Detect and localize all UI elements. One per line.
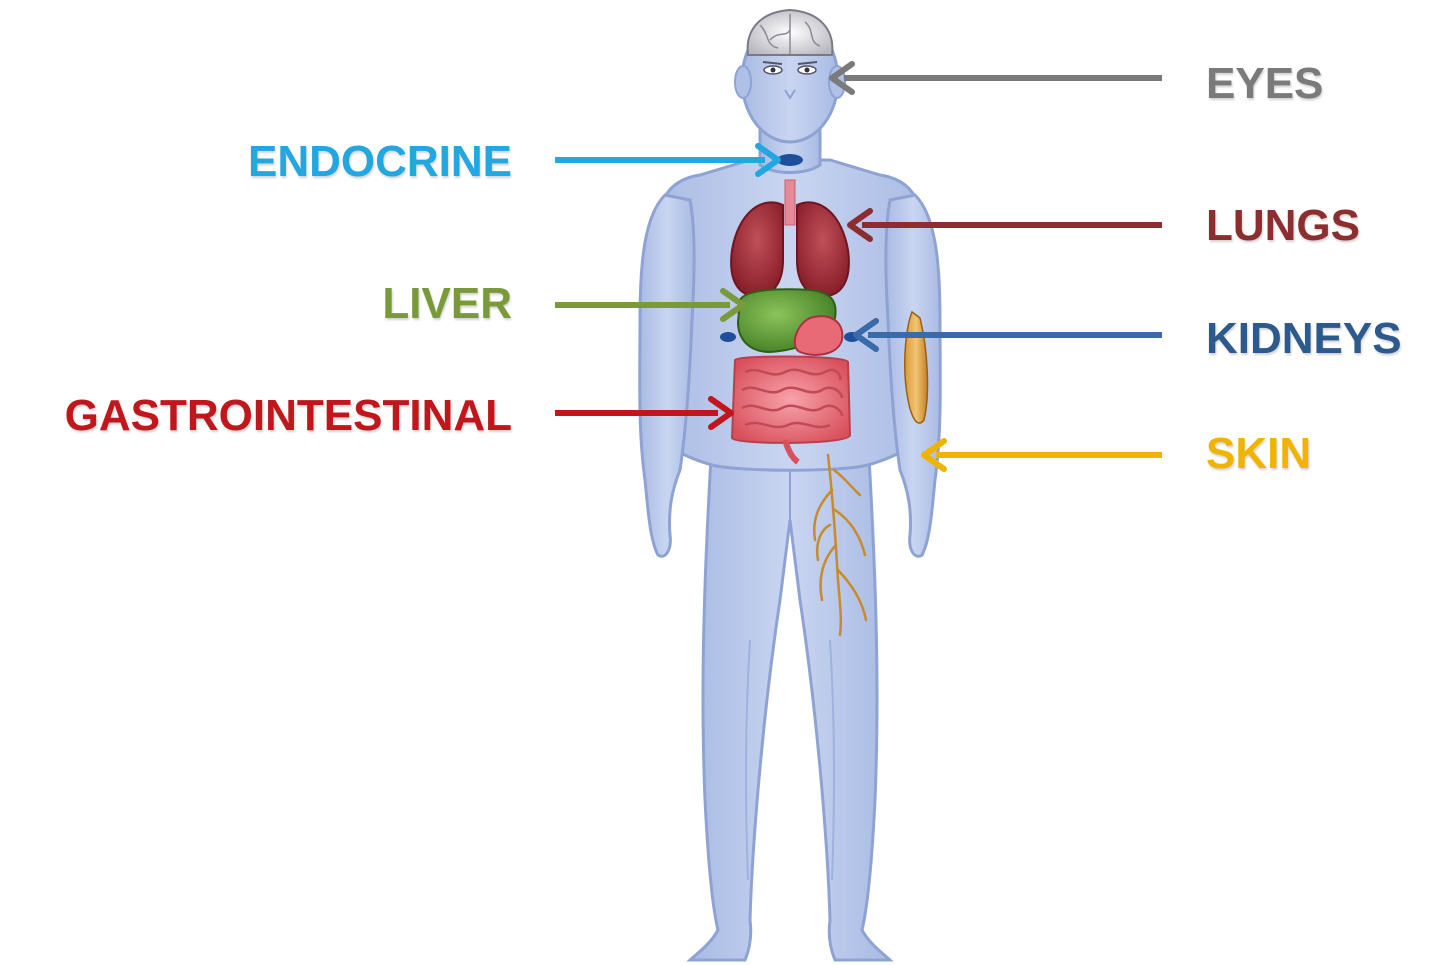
label-liver: LIVER	[300, 278, 512, 330]
label-skin: SKIN	[1206, 428, 1311, 480]
trachea	[785, 180, 795, 225]
label-eyes: EYES	[1206, 58, 1323, 110]
label-gastrointestinal: GASTROINTESTINAL	[8, 390, 512, 442]
label-kidneys: KIDNEYS	[1206, 313, 1402, 365]
brain-organ	[748, 10, 833, 55]
arrow-eyes	[832, 64, 1162, 92]
label-endocrine: ENDOCRINE	[160, 136, 512, 188]
arrow-skin	[924, 441, 1162, 469]
label-lungs: LUNGS	[1206, 200, 1360, 252]
